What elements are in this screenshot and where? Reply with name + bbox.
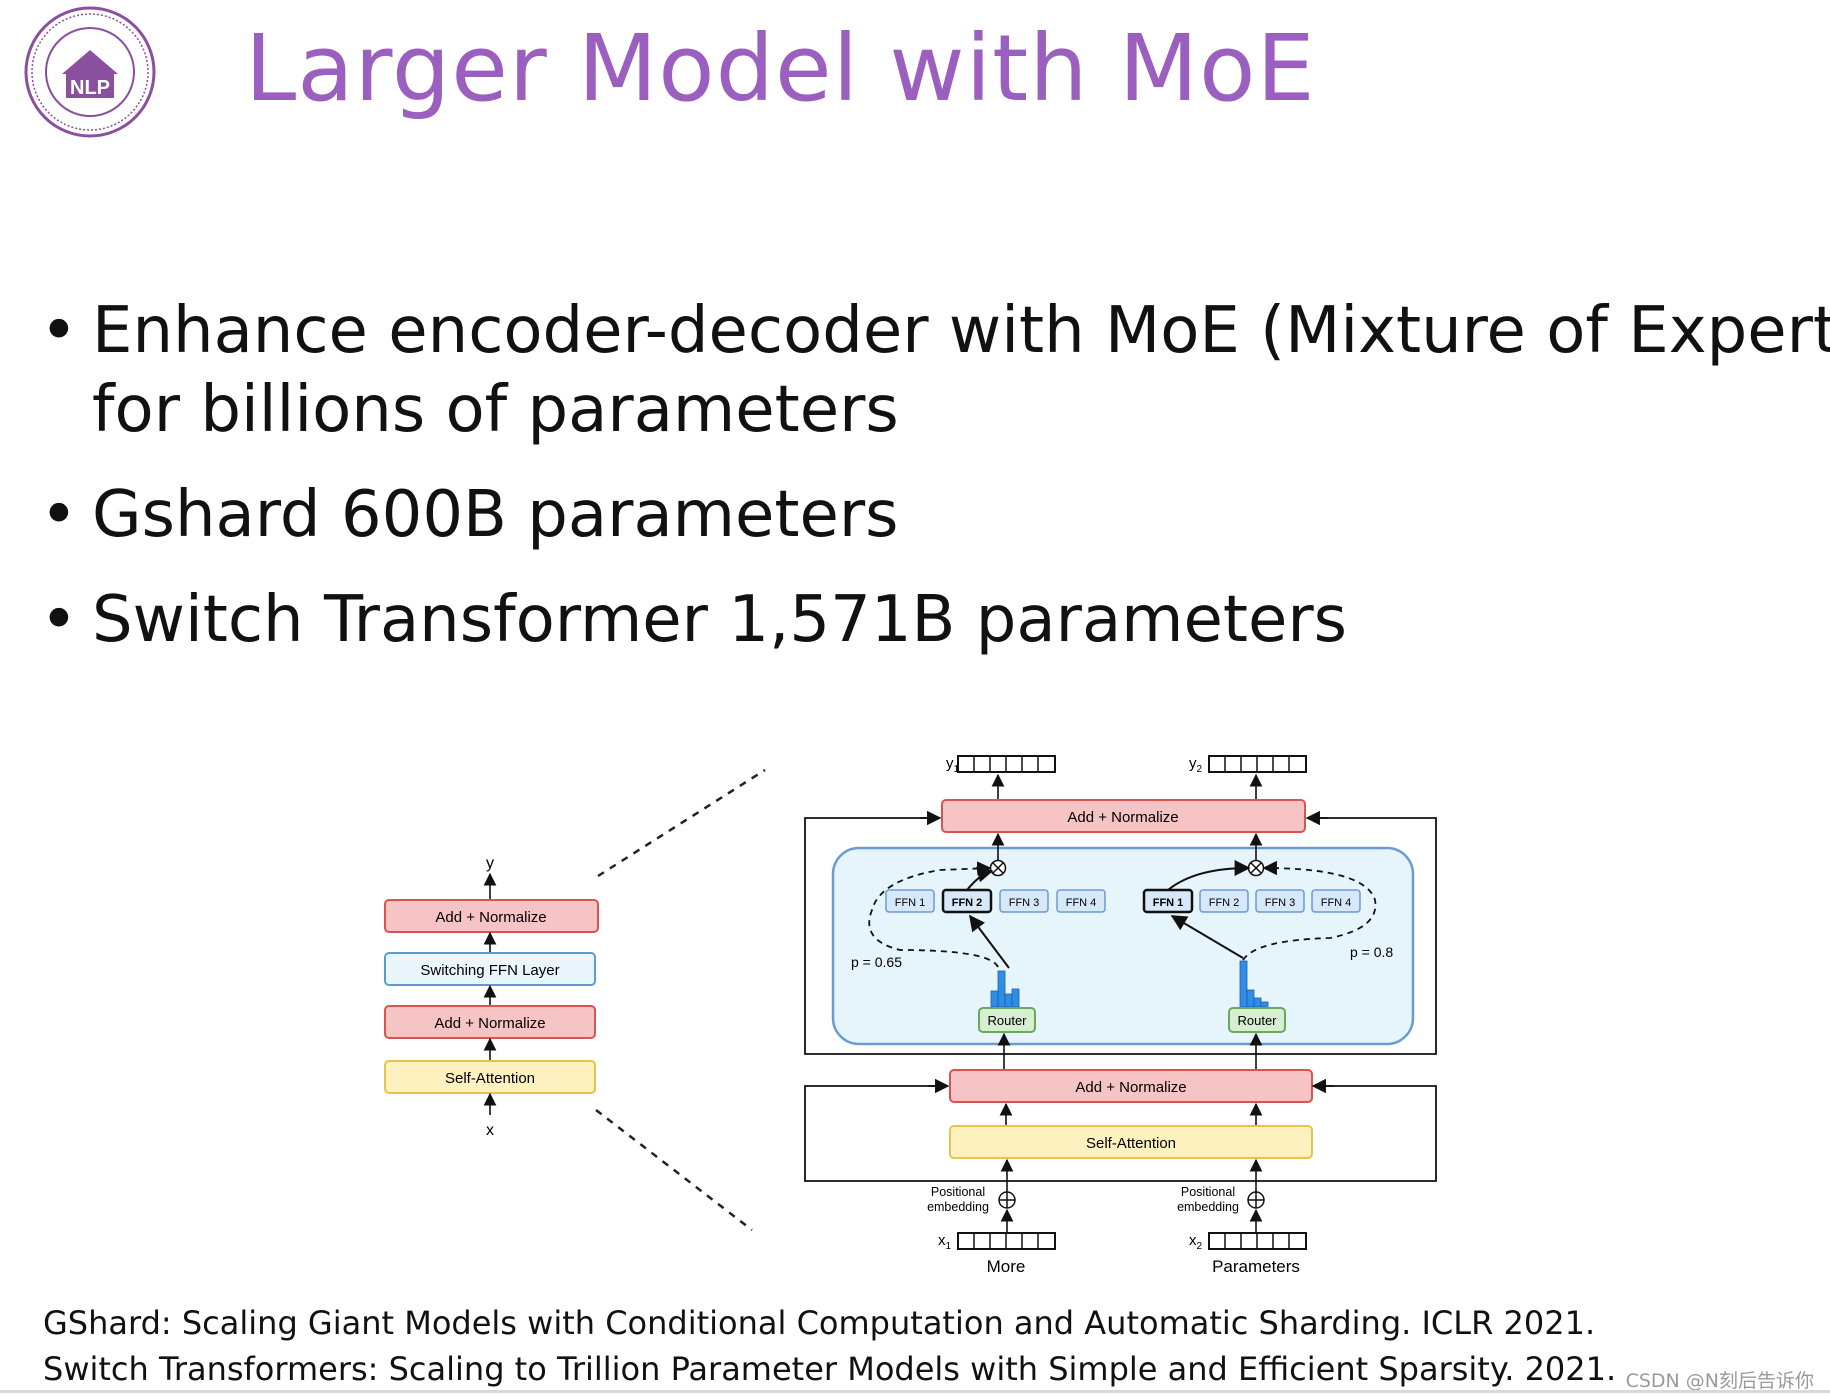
zoom-line-top bbox=[597, 768, 766, 878]
svg-text:Switching FFN Layer: Switching FFN Layer bbox=[420, 962, 559, 979]
svg-text:Router: Router bbox=[1237, 1013, 1277, 1028]
svg-text:Add + Normalize: Add + Normalize bbox=[1075, 1079, 1186, 1096]
router-left bbox=[978, 1007, 1036, 1033]
switch-transformer-detail: y1 y2 Add + Normalize bbox=[804, 755, 1437, 1276]
left-transformer-stack: y Add + Normalize Switching FFN Layer Ad… bbox=[384, 855, 599, 1139]
right-self-attention bbox=[949, 1125, 1313, 1159]
svg-text:Add + Normalize: Add + Normalize bbox=[435, 909, 546, 926]
svg-text:Self-Attention: Self-Attention bbox=[445, 1070, 535, 1087]
bullet-list: Enhance encoder-decoder with MoE (Mixtur… bbox=[40, 292, 1830, 686]
ffn-row-left: FFN 1 FFN 2 FFN 3 FFN 4 bbox=[885, 888, 1106, 914]
ffn-row-right: FFN 1 FFN 2 FFN 3 FFN 4 bbox=[1142, 888, 1361, 914]
pos-embed-right-line1: Positional bbox=[1181, 1185, 1235, 1199]
input-x1-label: x1 bbox=[938, 1232, 952, 1252]
left-input-label: x bbox=[486, 1122, 494, 1139]
input-word-right: Parameters bbox=[1212, 1257, 1300, 1276]
output-y2-vector bbox=[1208, 755, 1307, 773]
svg-text:Router: Router bbox=[987, 1013, 1027, 1028]
pos-embed-left-line1: Positional bbox=[931, 1185, 985, 1199]
prob-right-label: p = 0.8 bbox=[1350, 944, 1393, 960]
input-x2-label: x2 bbox=[1189, 1232, 1203, 1252]
input-x1-vector bbox=[957, 1232, 1056, 1250]
bottom-divider bbox=[0, 1390, 1830, 1393]
svg-text:Self-Attention: Self-Attention bbox=[1086, 1135, 1176, 1152]
output-y1-vector bbox=[957, 755, 1056, 773]
moe-region bbox=[831, 846, 1415, 1046]
left-output-label: y bbox=[486, 855, 494, 872]
svg-text:FFN 1: FFN 1 bbox=[1153, 897, 1184, 909]
page-title: Larger Model with MoE bbox=[245, 15, 1316, 122]
svg-text:Add + Normalize: Add + Normalize bbox=[434, 1015, 545, 1032]
router-right bbox=[1228, 1007, 1286, 1033]
watermark: CSDN @N刻后告诉你 bbox=[1625, 1370, 1814, 1392]
residual-loop-bottom bbox=[804, 1085, 1437, 1182]
add-op-right-icon bbox=[1247, 1191, 1265, 1209]
pos-embed-right-line2: embedding bbox=[1177, 1200, 1239, 1214]
svg-text:FFN 4: FFN 4 bbox=[1321, 897, 1352, 909]
references: GShard: Scaling Giant Models with Condit… bbox=[43, 1300, 1616, 1392]
output-y2-label: y2 bbox=[1189, 755, 1203, 775]
svg-text:FFN 1: FFN 1 bbox=[895, 897, 926, 909]
zoom-line-bottom bbox=[595, 1109, 753, 1231]
input-word-left: More bbox=[987, 1257, 1026, 1276]
svg-text:FFN 3: FFN 3 bbox=[1265, 897, 1296, 909]
residual-loop-top bbox=[804, 817, 1437, 1055]
top-add-normalize bbox=[941, 799, 1306, 833]
multiply-op-right-icon bbox=[1247, 859, 1265, 877]
input-x2-vector bbox=[1208, 1232, 1307, 1250]
multiply-op-left-icon bbox=[989, 859, 1007, 877]
output-y1-label: y1 bbox=[946, 755, 960, 775]
add-op-left-icon bbox=[998, 1191, 1016, 1209]
moe-architecture-diagram: y Add + Normalize Switching FFN Layer Ad… bbox=[384, 755, 1437, 1276]
svg-text:FFN 4: FFN 4 bbox=[1066, 897, 1097, 909]
dashed-path-left bbox=[868, 861, 999, 968]
prob-left-label: p = 0.65 bbox=[851, 954, 902, 970]
bullet-item: Switch Transformer 1,571B parameters bbox=[40, 581, 1830, 660]
pos-embed-left-line2: embedding bbox=[927, 1200, 989, 1214]
bullet-item: Enhance encoder-decoder with MoE (Mixtur… bbox=[40, 292, 1830, 450]
bullet-item: Gshard 600B parameters bbox=[40, 476, 1830, 555]
reference-gshard: GShard: Scaling Giant Models with Condit… bbox=[43, 1304, 1596, 1342]
svg-text:Add + Normalize: Add + Normalize bbox=[1067, 809, 1178, 826]
svg-text:FFN 2: FFN 2 bbox=[952, 897, 983, 909]
dashed-path-right bbox=[1242, 860, 1377, 961]
tsinghua-nlp-logo-icon: NLP bbox=[24, 6, 156, 138]
reference-switch: Switch Transformers: Scaling to Trillion… bbox=[43, 1350, 1617, 1388]
svg-text:FFN 2: FFN 2 bbox=[1209, 897, 1240, 909]
svg-text:FFN 3: FFN 3 bbox=[1009, 897, 1040, 909]
logo-center-text: NLP bbox=[70, 77, 110, 99]
